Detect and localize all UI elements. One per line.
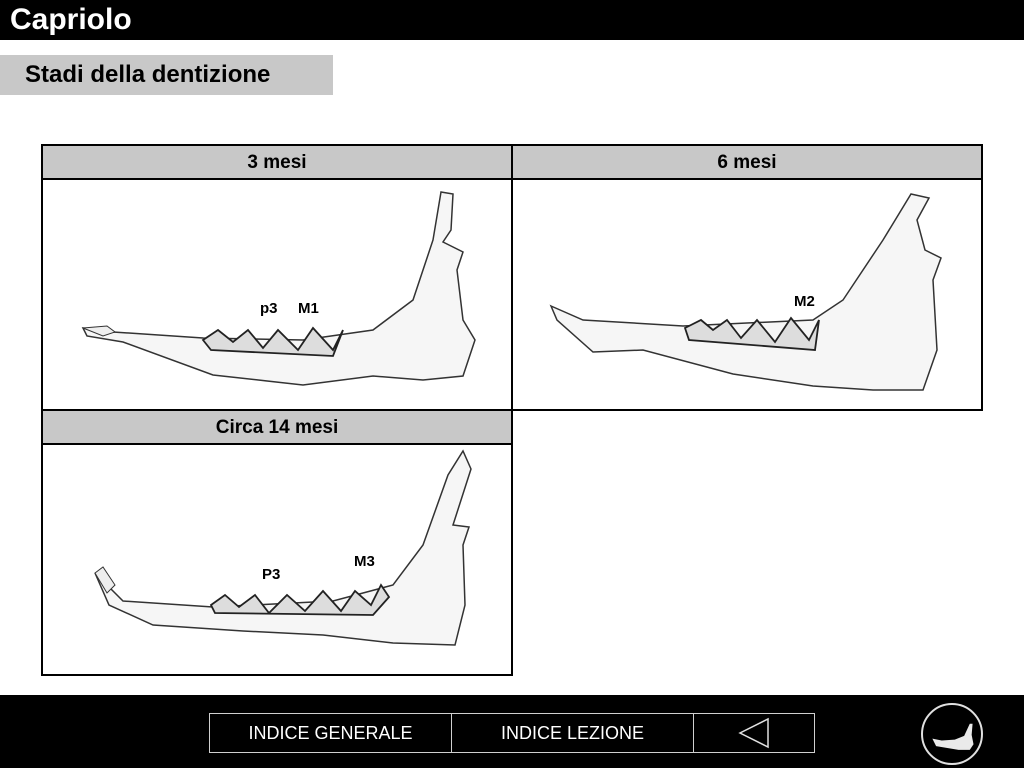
tooth-label-m1: M1 <box>298 300 319 317</box>
app-title: Capriolo <box>10 3 132 36</box>
jaw-illustration-6-months <box>513 180 981 409</box>
back-button[interactable] <box>694 714 814 752</box>
nav-button-group: INDICE GENERALE INDICE LEZIONE <box>209 713 815 753</box>
section-subtitle-box: Stadi della dentizione <box>0 55 333 95</box>
panel-title: Circa 14 mesi <box>43 411 511 445</box>
panel-14-months: Circa 14 mesi P3 M3 <box>41 409 513 676</box>
tooth-label-m3: M3 <box>354 553 375 570</box>
jaw-drawing <box>81 191 476 386</box>
tooth-label-m2: M2 <box>794 293 815 310</box>
panel-6-months: 6 mesi M2 <box>511 144 983 411</box>
panel-3-months: 3 mesi p3 M1 <box>41 144 513 411</box>
jaw-drawing <box>549 193 942 391</box>
jaw-logo-icon <box>932 723 974 750</box>
jaw-illustration-14-months <box>43 445 511 674</box>
home-logo-button[interactable] <box>921 703 983 765</box>
lesson-index-button[interactable]: INDICE LEZIONE <box>452 714 694 752</box>
bottom-nav-bar: INDICE GENERALE INDICE LEZIONE <box>0 695 1024 768</box>
jaw-illustration-3-months <box>43 180 511 409</box>
triangle-left-icon <box>738 717 769 749</box>
tooth-label-p3-adult: P3 <box>262 566 281 583</box>
jaw-drawing <box>94 449 472 646</box>
panel-title: 6 mesi <box>513 146 981 180</box>
top-title-bar: Capriolo <box>0 0 1024 40</box>
panel-title: 3 mesi <box>43 146 511 180</box>
section-subtitle: Stadi della dentizione <box>25 61 271 88</box>
general-index-button[interactable]: INDICE GENERALE <box>210 714 452 752</box>
tooth-label-p3: p3 <box>260 300 278 317</box>
